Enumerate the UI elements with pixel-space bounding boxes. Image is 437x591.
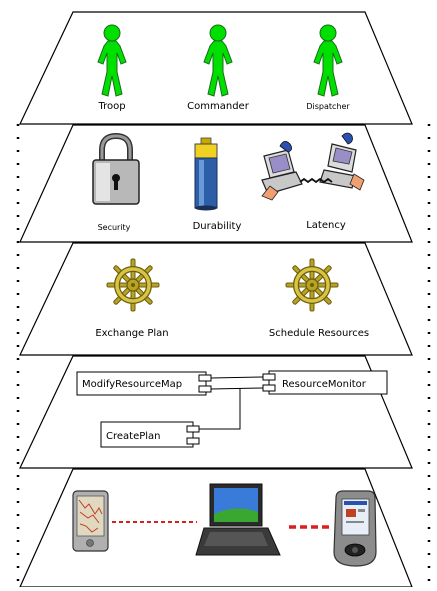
create-plan-component: CreatePlan xyxy=(100,421,200,448)
layer-devices xyxy=(19,468,413,588)
troop-actor-icon xyxy=(97,24,127,97)
dispatcher-actor-icon xyxy=(313,24,343,97)
exchange-plan-label: Exchange Plan xyxy=(95,328,168,339)
ships-wheel-icon xyxy=(285,258,339,312)
pda-device-icon xyxy=(72,490,109,552)
resource-monitor-label: ResourceMonitor xyxy=(282,379,367,390)
pda-device-icon xyxy=(333,490,377,567)
layer-qos: Security Durability xyxy=(19,124,413,243)
network-computers-icon xyxy=(261,132,365,201)
security-label: Security xyxy=(98,223,131,232)
connector-line xyxy=(199,388,241,430)
padlock-icon xyxy=(92,132,140,205)
commander-label: Commander xyxy=(187,101,250,112)
battery-icon xyxy=(194,137,218,211)
dispatcher-label: Dispatcher xyxy=(306,102,350,111)
layer-components: ModifyResourceMap ResourceMonitor Create… xyxy=(19,355,413,469)
connector-line xyxy=(210,387,264,390)
commander-actor-icon xyxy=(203,24,233,97)
laptop-icon xyxy=(195,483,281,556)
connector-line xyxy=(210,376,264,379)
schedule-resources-label: Schedule Resources xyxy=(269,328,369,339)
ships-wheel-icon xyxy=(106,258,160,312)
durability-label: Durability xyxy=(193,221,242,232)
layer-services: Exchange Plan Schedule Resources xyxy=(19,242,413,356)
modify-resource-map-component: ModifyResourceMap xyxy=(76,371,212,396)
create-plan-label: CreatePlan xyxy=(106,431,161,442)
layer-actors: Troop Commander Dispatcher xyxy=(19,11,413,125)
modify-resource-map-label: ModifyResourceMap xyxy=(82,379,182,390)
resource-monitor-component: ResourceMonitor xyxy=(262,370,388,395)
troop-label: Troop xyxy=(97,101,125,112)
latency-label: Latency xyxy=(306,220,346,231)
